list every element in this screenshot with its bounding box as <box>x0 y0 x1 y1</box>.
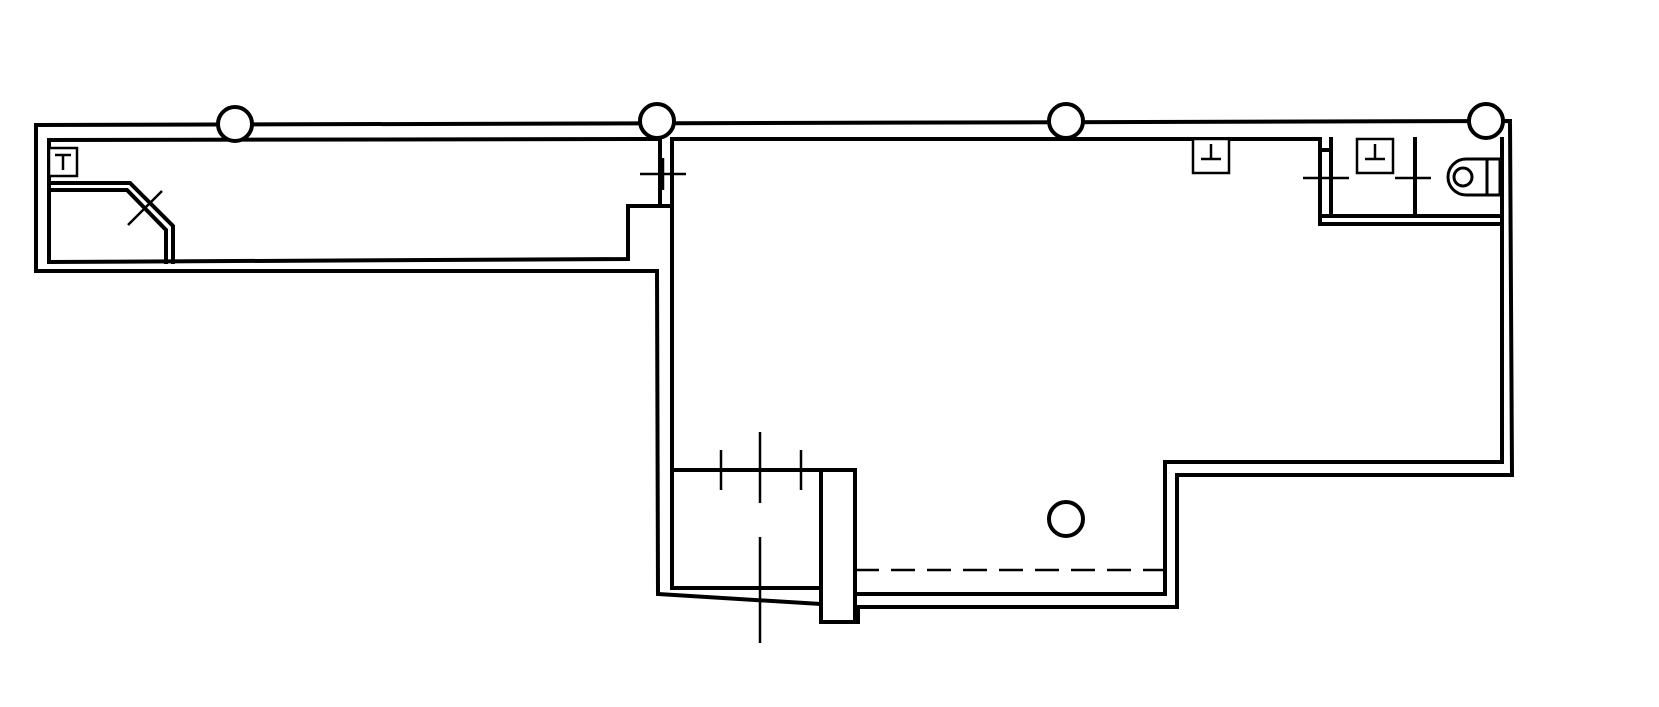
doors <box>640 158 1431 643</box>
column-5 <box>1047 500 1085 538</box>
door-restroom-right <box>1395 160 1431 196</box>
hall-utility-box <box>819 468 857 624</box>
column-1 <box>216 105 254 143</box>
column-4 <box>1467 102 1505 140</box>
inner-wall-hall <box>670 137 1504 596</box>
sink-restroom-icon <box>1355 137 1395 175</box>
columns <box>216 102 1505 538</box>
corridor-closet <box>47 181 175 264</box>
door-restroom-left <box>1303 160 1349 196</box>
column-3 <box>1047 102 1085 140</box>
sink-hall-icon <box>1191 137 1231 175</box>
inner-wall-corridor <box>46 136 670 265</box>
door-bottom <box>719 432 803 643</box>
cross-mark-icon <box>127 190 163 226</box>
door-corridor <box>640 158 686 190</box>
restroom-block-inner <box>1318 148 1333 218</box>
toilet-icon <box>1446 157 1502 197</box>
walls <box>34 118 1515 624</box>
bottom-room <box>670 468 823 590</box>
sink-corridor-icon <box>47 146 79 178</box>
sinks <box>47 137 1395 178</box>
column-2 <box>638 102 676 140</box>
outer-wall <box>34 118 1515 624</box>
